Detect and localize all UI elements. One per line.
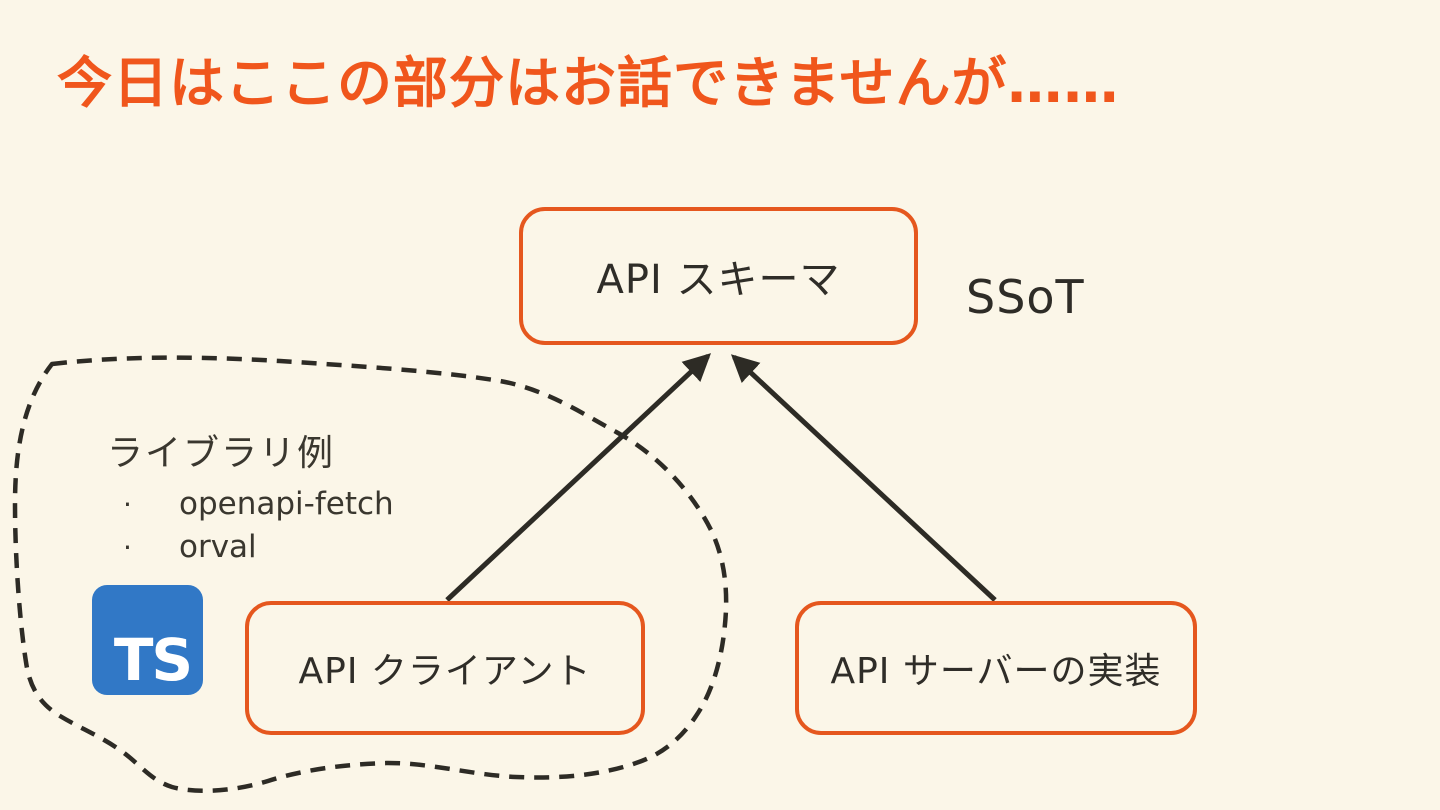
api-client-box: API クライアント	[245, 601, 645, 735]
bullet-icon: ·	[123, 488, 132, 521]
arrow-client-to-schema	[445, 353, 712, 602]
slide-title: 今日はここの部分はお話できませんが……	[57, 51, 1120, 115]
api-schema-label: API スキーマ	[596, 257, 841, 303]
api-client-label: API クライアント	[298, 651, 592, 692]
library-item-label: orval	[179, 529, 257, 565]
library-item-orval: · orval	[107, 529, 394, 572]
typescript-icon: TS	[92, 585, 203, 695]
typescript-icon-text: TS	[113, 626, 193, 694]
arrow-server-to-schema	[730, 354, 997, 602]
library-examples: ライブラリ例 · openapi-fetch · orval	[107, 424, 394, 572]
api-server-box: API サーバーの実装	[795, 601, 1197, 735]
api-server-label: API サーバーの実装	[830, 651, 1162, 692]
library-item-openapi-fetch: · openapi-fetch	[107, 486, 394, 529]
library-item-label: openapi-fetch	[179, 486, 394, 522]
api-schema-box: API スキーマ	[519, 207, 918, 345]
library-examples-heading: ライブラリ例	[107, 433, 336, 474]
bullet-icon: ·	[123, 531, 132, 564]
ssot-label: SSoT	[966, 270, 1085, 324]
